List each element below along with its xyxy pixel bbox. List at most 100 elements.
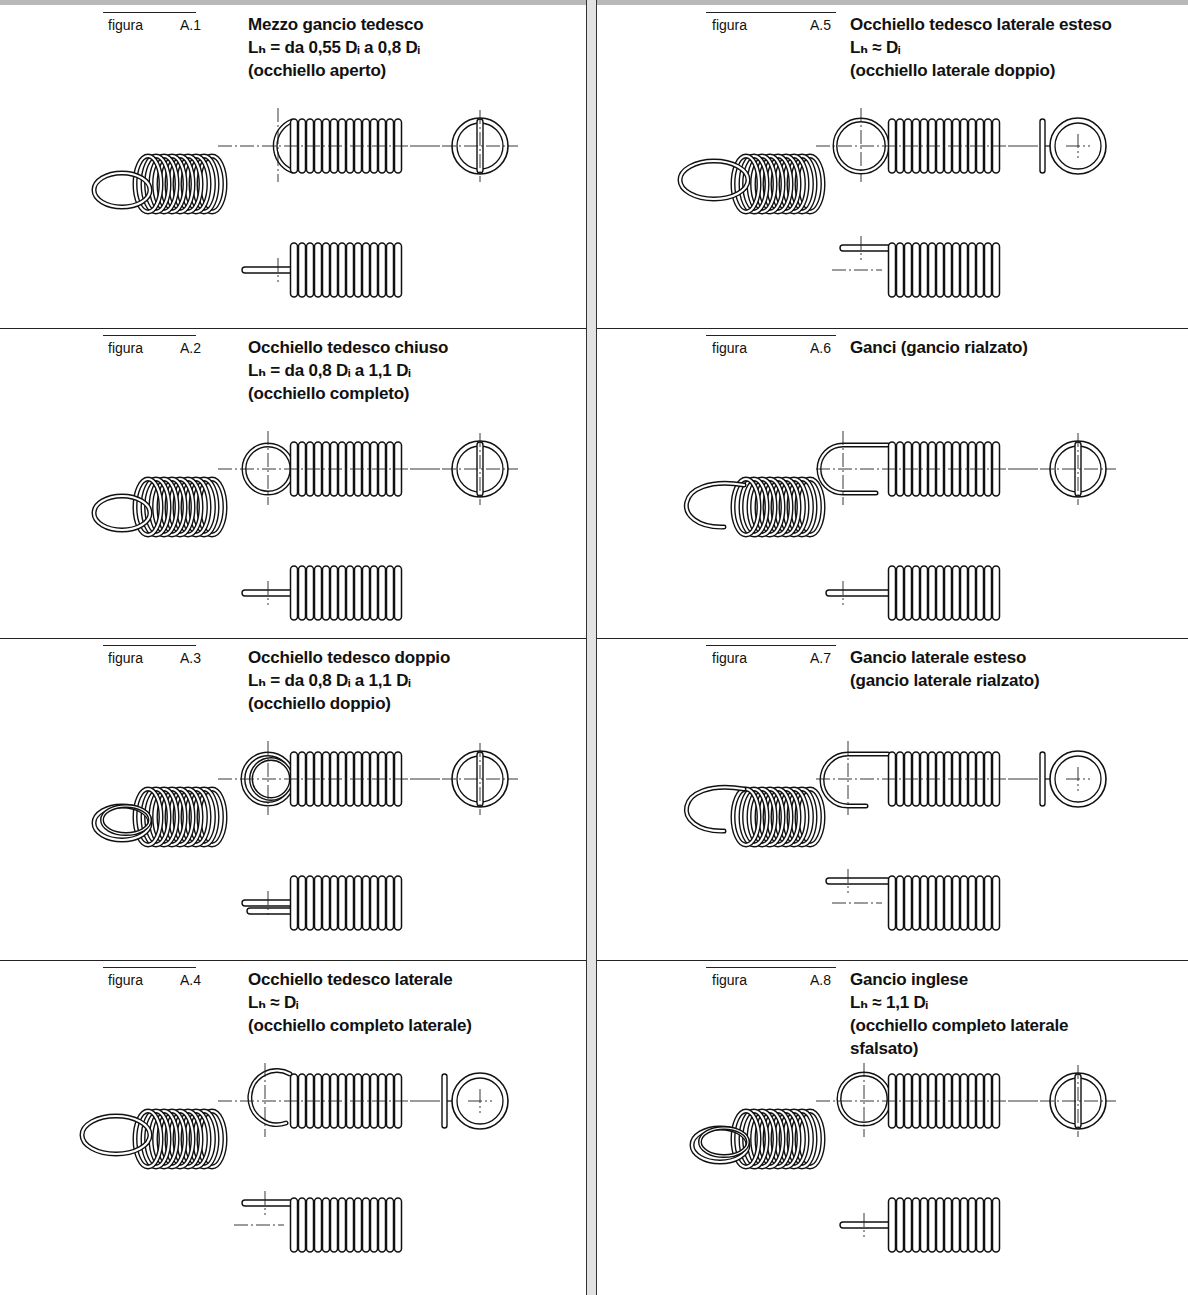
figure-cell: figuraA.2Occhiello tedesco chiusoLₕ = da…: [0, 329, 586, 639]
coil-turn: [315, 243, 322, 297]
hook-description: Lₕ ≈ 1,1 Dᵢ: [850, 991, 1112, 1014]
bottom-view: [840, 1198, 1000, 1252]
caption-rule: [103, 645, 196, 646]
caption-rule: [103, 967, 196, 968]
end-circle: [452, 1073, 508, 1129]
figure-label: figura: [712, 972, 747, 988]
coil-turn: [969, 1198, 976, 1252]
coil-turn: [897, 876, 904, 930]
coil-turn: [339, 566, 346, 620]
coil-turn: [307, 243, 314, 297]
end-view: [410, 743, 518, 815]
coil-turn: [913, 566, 920, 620]
coil-turn: [395, 1198, 402, 1252]
center-line: [832, 903, 882, 904]
eye-wire-core: [692, 1128, 748, 1162]
eye-wire-core: [94, 496, 150, 530]
center-line: [218, 779, 410, 780]
bottom-view: [242, 876, 402, 930]
coil-turn: [977, 243, 984, 297]
figure-label: figura: [712, 650, 747, 666]
center-line: [218, 146, 410, 147]
text-column: Occhiello tedesco lateraleLₕ ≈ Dᵢ(occhie…: [248, 968, 580, 1037]
hook-title: Occhiello tedesco laterale esteso: [850, 13, 1182, 36]
eye-wire-core: [250, 1071, 290, 1125]
eye-wire: [94, 496, 150, 530]
hook-wire: [822, 754, 888, 806]
hook-title: Occhiello tedesco doppio: [248, 646, 580, 669]
coil-turn: [395, 566, 402, 620]
projection-line: [1008, 469, 1038, 470]
bottom-view: [234, 1191, 402, 1252]
eye-wire: [102, 806, 150, 834]
hook-title: Mezzo gancio tedesco: [248, 13, 580, 36]
figure-cell: figuraA.4Occhiello tedesco lateraleLₕ ≈ …: [0, 961, 586, 1295]
coil-turn: [307, 1198, 314, 1252]
coil-turn: [339, 243, 346, 297]
coil-turn: [913, 876, 920, 930]
coil-turn: [363, 566, 370, 620]
hook-edge: [1040, 752, 1045, 806]
text-column: Occhiello tedesco doppioLₕ = da 0,8 Dᵢ a…: [248, 646, 580, 715]
eye-wire-core: [82, 1116, 150, 1154]
figure-number: A.7: [810, 650, 831, 666]
figure-cell: figuraA.6Ganci (gancio rialzato): [598, 329, 1188, 639]
hook-title: Gancio laterale esteso: [850, 646, 1182, 669]
center-line: [480, 1089, 481, 1113]
end-circle: [1050, 118, 1106, 174]
caption-rule: [706, 12, 836, 13]
coil-turn: [945, 876, 952, 930]
center-line: [1078, 433, 1079, 505]
coil-turn: [347, 876, 354, 930]
projection-line: [410, 1101, 440, 1102]
coil-turn: [307, 566, 314, 620]
hook-title: Occhiello tedesco chiuso: [248, 336, 580, 359]
row-rule: [597, 638, 1188, 639]
eye-wire: [82, 1116, 150, 1154]
center-line: [1078, 767, 1079, 791]
caption-rule: [706, 645, 836, 646]
coil-turn: [977, 876, 984, 930]
figure-number: A.8: [810, 972, 831, 988]
figure-cell: figuraA.3Occhiello tedesco doppioLₕ = da…: [0, 639, 586, 961]
coil-turn: [953, 243, 960, 297]
coil-turn: [395, 876, 402, 930]
coil-turn: [299, 876, 306, 930]
coil-turn: [889, 876, 896, 930]
coil-turn: [889, 243, 896, 297]
coil-turn: [977, 1198, 984, 1252]
center-line: [268, 741, 269, 815]
perspective-view: [94, 156, 225, 212]
front-view: [816, 1063, 1008, 1137]
hook-title: Occhiello tedesco laterale: [248, 968, 580, 991]
center-line: [268, 431, 269, 505]
coil-turn: [969, 243, 976, 297]
eye-wire-core: [94, 173, 150, 207]
coil-turn: [379, 876, 386, 930]
figure-label: figura: [108, 17, 143, 33]
coil-turn: [363, 876, 370, 930]
coil-turn: [985, 566, 992, 620]
coil-turn: [347, 566, 354, 620]
coil-turn: [985, 1198, 992, 1252]
end-view: [1008, 1065, 1116, 1137]
coil-turn: [945, 566, 952, 620]
text-column: Occhiello tedesco chiusoLₕ = da 0,8 Dᵢ a…: [248, 336, 580, 405]
center-line: [265, 1191, 266, 1215]
center-line: [848, 869, 849, 893]
center-line: [816, 779, 1008, 780]
hook-wire-core: [686, 787, 744, 831]
hook-wire: [686, 483, 744, 527]
coil-turn: [371, 1198, 378, 1252]
coil-turn: [961, 876, 968, 930]
figure-label: figura: [712, 17, 747, 33]
bottom-view: [826, 566, 1000, 620]
coil-turn: [921, 876, 928, 930]
hook-description: Lₕ ≈ Dᵢ: [248, 991, 580, 1014]
text-column: Ganci (gancio rialzato): [850, 336, 1182, 359]
coil-turn: [889, 566, 896, 620]
coil-turn: [993, 876, 1000, 930]
coil-turn: [371, 566, 378, 620]
hook-wire-core: [822, 754, 888, 806]
